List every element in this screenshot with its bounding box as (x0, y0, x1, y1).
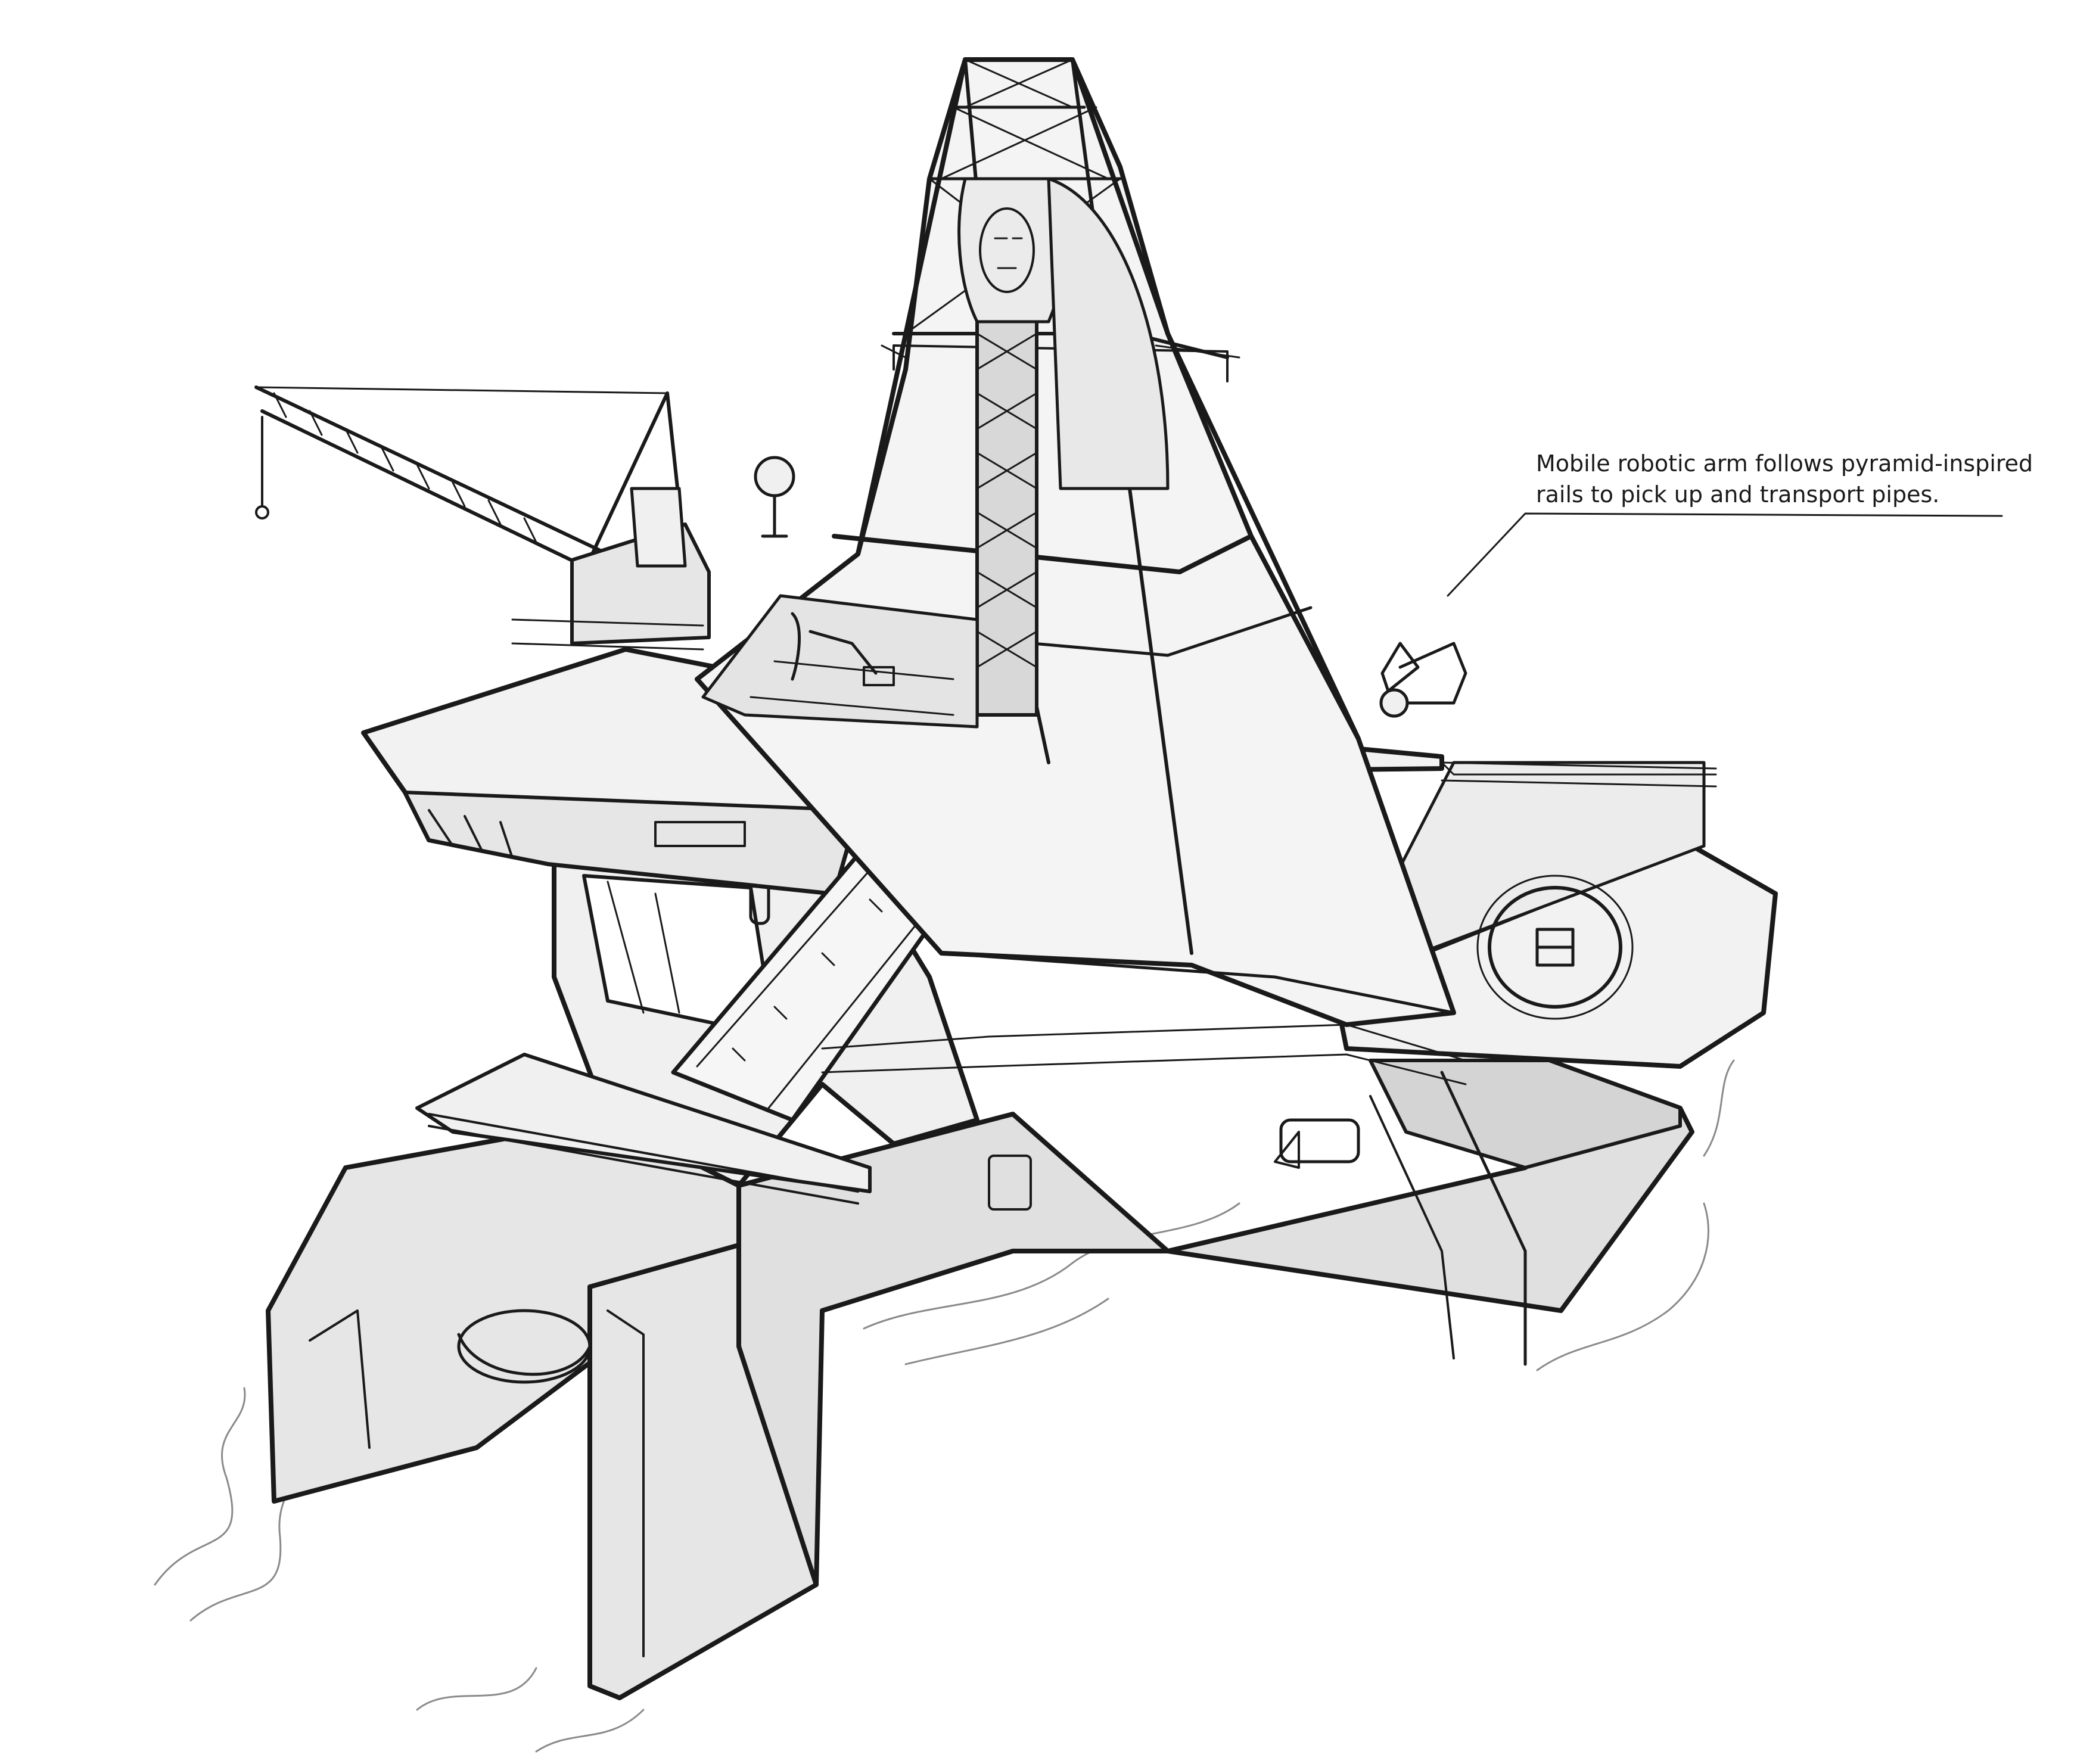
left-pontoon-leg (266, 1118, 819, 1700)
deck-crane (254, 385, 711, 645)
main-hull (736, 1058, 1694, 1587)
annotation-line-1: Mobile robotic arm follows pyramid-inspi… (1536, 450, 2033, 477)
inner-work-floor (701, 594, 979, 729)
annotation-text: Mobile robotic arm follows pyramid-inspi… (1536, 448, 2060, 510)
callout-leader (1447, 512, 2003, 597)
annotation-line-2: rails to pick up and transport pipes. (1536, 481, 1940, 508)
drill-column (975, 308, 1038, 717)
foreground-gantry (415, 1053, 872, 1384)
water-ripples (154, 1059, 1735, 1753)
deck-railings (511, 344, 1717, 1085)
mobile-robotic-arm (1379, 642, 1467, 718)
radar-dome (754, 456, 795, 538)
pharaoh-sculpture (957, 177, 1170, 490)
